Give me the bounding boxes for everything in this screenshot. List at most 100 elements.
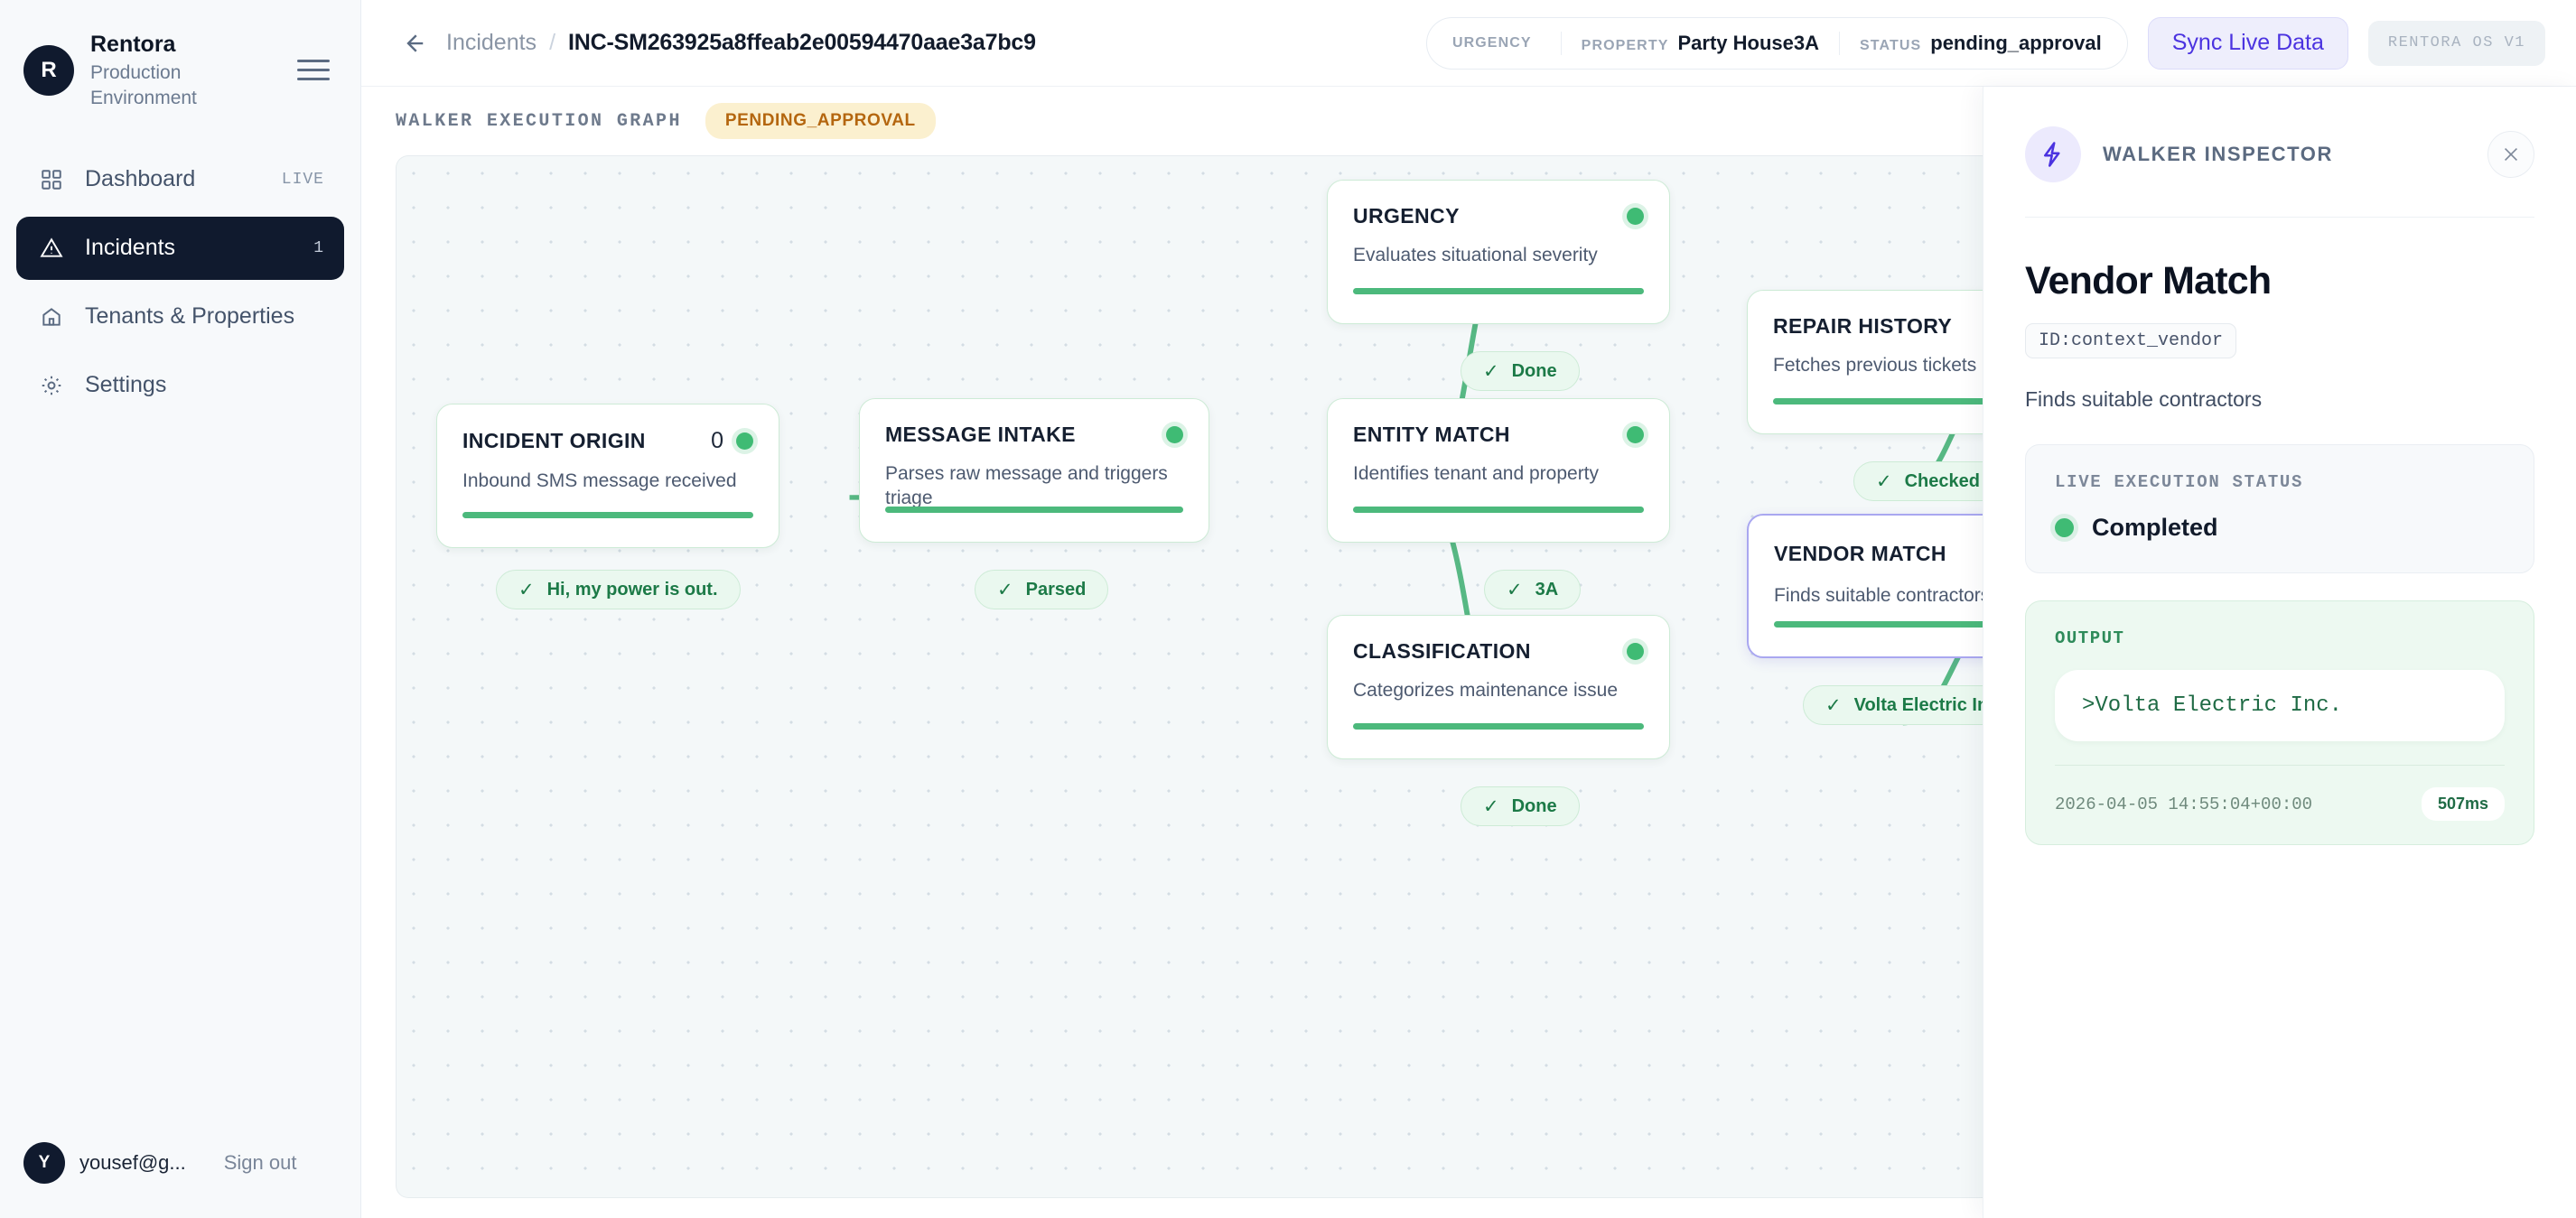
node-status-dot <box>1627 643 1644 660</box>
inspector-node-name: Vendor Match <box>2025 259 2272 302</box>
meta-urgency: URGENCY <box>1433 35 1561 51</box>
node-header: ENTITY MATCH <box>1353 423 1644 447</box>
node-chip-label: 3A <box>1535 579 1559 600</box>
sidebar-footer: Y yousef@g... Sign out <box>0 1142 360 1218</box>
sidebar-item-settings[interactable]: Settings <box>16 354 344 417</box>
node-progress-bar <box>885 507 1183 513</box>
main-area: Incidents / INC-SM263925a8ffeab2e0059447… <box>361 0 2576 1218</box>
graph-header-title: WALKER EXECUTION GRAPH <box>396 110 682 132</box>
node-title: ENTITY MATCH <box>1353 423 1510 446</box>
inspector-node-description: Finds suitable contractors <box>2025 387 2263 411</box>
check-icon: ✓ <box>1483 360 1499 382</box>
sync-live-data-button[interactable]: Sync Live Data <box>2147 16 2348 70</box>
node-chip-classification: ✓ Done <box>1461 786 1580 826</box>
lightning-bolt-icon <box>2025 126 2081 182</box>
walker-inspector-panel: WALKER INSPECTOR Vendor Match ID:context… <box>1983 87 2576 1218</box>
check-icon: ✓ <box>518 579 535 600</box>
graph-node-urgency[interactable]: URGENCY Evaluates situational severity <box>1327 180 1670 324</box>
user-email: yousef@g... <box>79 1151 186 1174</box>
node-title: VENDOR MATCH <box>1774 542 1946 565</box>
os-version-badge: RENTORA OS V1 <box>2367 20 2545 66</box>
brand-avatar: R <box>23 44 74 96</box>
node-chip-label: Volta Electric Inc. <box>1853 694 2003 715</box>
graph-node-entity-match[interactable]: ENTITY MATCH Identifies tenant and prope… <box>1327 398 1670 543</box>
node-chip-label: Checked <box>1904 470 1980 491</box>
node-progress-bar <box>1774 621 2063 628</box>
brand-name: Rentora <box>90 32 176 57</box>
breadcrumb-separator: / <box>549 30 556 55</box>
node-description: Parses raw message and triggers triage <box>885 463 1168 509</box>
output-card: OUTPUT >Volta Electric Inc. 2026-04-05 1… <box>2025 600 2534 845</box>
node-status-dot <box>1166 426 1183 443</box>
meta-status: STATUS pending_approval <box>1839 31 2122 55</box>
check-icon: ✓ <box>1507 579 1523 600</box>
brand-text: Rentora Production Environment <box>90 31 281 110</box>
node-chip-entity-match: ✓ 3A <box>1484 570 1582 609</box>
close-icon[interactable] <box>2487 131 2534 178</box>
sidebar-item-dashboard[interactable]: Dashboard LIVE <box>16 148 344 211</box>
check-icon: ✓ <box>1825 694 1842 716</box>
node-description: Inbound SMS message received <box>462 470 737 491</box>
avatar: Y <box>23 1142 65 1184</box>
top-bar-right: URGENCY PROPERTY Party House3A STATUS pe… <box>1425 16 2545 70</box>
sidebar-item-label: Settings <box>85 372 167 398</box>
node-title: MESSAGE INTAKE <box>885 423 1076 446</box>
sidebar-toggle-icon[interactable] <box>297 60 333 81</box>
status-badge: PENDING_APPROVAL <box>705 103 936 139</box>
node-progress-bar <box>1353 723 1644 730</box>
node-chip-label: Done <box>1511 360 1557 381</box>
top-bar: Incidents / INC-SM263925a8ffeab2e0059447… <box>361 0 2576 87</box>
inspector-header: WALKER INSPECTOR <box>2025 126 2534 218</box>
node-count: 0 <box>711 428 723 453</box>
sidebar-item-label: Incidents <box>85 235 176 261</box>
node-chip-label: Hi, my power is out. <box>546 579 718 600</box>
node-status-dot <box>1627 426 1644 443</box>
output-timestamp: 2026-04-05 14:55:04+00:00 <box>2055 794 2313 814</box>
node-status-dot <box>736 432 753 450</box>
sidebar-item-label: Tenants & Properties <box>85 303 295 330</box>
node-description: Categorizes maintenance issue <box>1353 680 1618 701</box>
sidebar-item-badge: LIVE <box>281 170 324 189</box>
incident-meta-pill: URGENCY PROPERTY Party House3A STATUS pe… <box>1425 16 2128 70</box>
node-title: INCIDENT ORIGIN <box>462 429 646 452</box>
sidebar-item-incidents[interactable]: Incidents 1 <box>16 216 344 280</box>
node-chip-label: Parsed <box>1025 579 1087 600</box>
sidebar-item-label: Dashboard <box>85 166 196 192</box>
node-progress-bar <box>1353 288 1644 294</box>
sidebar: R Rentora Production Environment Dashboa… <box>0 0 361 1218</box>
output-footer: 2026-04-05 14:55:04+00:00 507ms <box>2055 765 2505 821</box>
node-progress-bar <box>462 512 753 518</box>
check-icon: ✓ <box>997 579 1013 600</box>
node-header: CLASSIFICATION <box>1353 639 1644 664</box>
sidebar-item-tenants-properties[interactable]: Tenants & Properties <box>16 285 344 349</box>
sign-out-button[interactable]: Sign out <box>223 1151 297 1174</box>
node-header: URGENCY <box>1353 204 1644 228</box>
node-title: REPAIR HISTORY <box>1773 314 1953 338</box>
output-label: OUTPUT <box>2055 628 2125 648</box>
node-chip-urgency: ✓ Done <box>1461 351 1580 391</box>
arrow-left-icon[interactable] <box>396 26 430 60</box>
status-dot-icon <box>2055 518 2074 537</box>
node-progress-bar <box>1773 398 2064 404</box>
node-description: Evaluates situational severity <box>1353 245 1598 265</box>
status-card-row: Completed <box>2055 514 2505 542</box>
page-title: INC-SM263925a8ffeab2e00594470aae3a7bc9 <box>568 30 1036 55</box>
graph-node-message-intake[interactable]: MESSAGE INTAKE Parses raw message and tr… <box>859 398 1209 543</box>
meta-property: PROPERTY Party House3A <box>1560 31 1839 55</box>
node-chip-incident-origin: ✓ Hi, my power is out. <box>496 570 741 609</box>
inspector-title: WALKER INSPECTOR <box>2103 143 2333 165</box>
graph-node-incident-origin[interactable]: INCIDENT ORIGIN 0 Inbound SMS message re… <box>436 404 779 548</box>
node-header: INCIDENT ORIGIN 0 <box>462 428 753 454</box>
meta-key: PROPERTY <box>1581 37 1669 53</box>
node-chip-label: Done <box>1511 795 1557 816</box>
warning-icon <box>36 233 67 264</box>
node-chip-repair-history: ✓ Checked <box>1853 461 2002 501</box>
grid-icon <box>36 164 67 195</box>
graph-node-classification[interactable]: CLASSIFICATION Categorizes maintenance i… <box>1327 615 1670 759</box>
breadcrumb-parent[interactable]: Incidents <box>446 30 537 55</box>
node-chip-message-intake: ✓ Parsed <box>975 570 1109 609</box>
home-icon <box>36 302 67 332</box>
node-title: CLASSIFICATION <box>1353 639 1531 663</box>
node-status-dot <box>1627 208 1644 225</box>
